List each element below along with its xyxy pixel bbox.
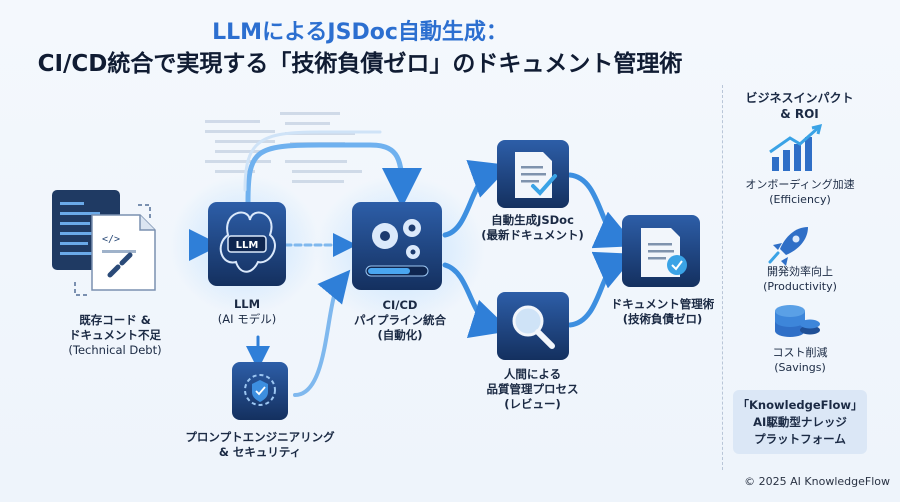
llm-label: LLM (AI モデル) — [217, 297, 277, 326]
sidebar-title: ビジネスインパクト & ROI — [745, 91, 854, 121]
flow-arrows — [160, 130, 637, 397]
autodoc-label: 自動生成JSDoc (最新ドキュメント) — [481, 213, 584, 242]
cicd-tile — [352, 202, 442, 290]
sidebar-item-efficiency: オンボーディング加速 (Efficiency) — [745, 178, 855, 206]
rocket-icon — [768, 227, 808, 266]
gears-icon — [372, 219, 421, 259]
copyright: © 2025 AI KnowledgeFlow — [744, 475, 890, 488]
sidebar-item-savings: コスト削減 (Savings) — [772, 346, 828, 374]
title-line-2: CI/CD統合で実現する「技術負債ゼロ」のドキュメント管理術 — [37, 51, 683, 77]
review-tile — [497, 292, 569, 360]
final-label: ドキュメント管理術 (技術負債ゼロ) — [610, 297, 715, 326]
legacy-code-icon: </> — [52, 190, 156, 296]
prompt-label: プロンプトエンジニアリング & セキュリティ — [185, 430, 335, 459]
sidebar-item-productivity: 開発効率向上 (Productivity) — [763, 265, 837, 293]
legacy-label: 既存コード & ドキュメント不足 (Technical Debt) — [68, 313, 162, 357]
sidebar-divider — [722, 85, 723, 470]
brand-box: 「KnowledgeFlow」 AI駆動型ナレッジ プラットフォーム — [733, 390, 867, 454]
title-line-1: LLMによるJSDoc自動生成： — [212, 20, 508, 45]
llm-tile — [208, 202, 286, 286]
growth-chart-icon — [769, 123, 823, 171]
svg-text:</>: </> — [102, 234, 120, 245]
autodoc-tile — [497, 140, 569, 208]
cicd-label: CI/CD パイプライン統合 (自動化) — [354, 298, 446, 342]
final-tile — [622, 215, 700, 287]
review-label: 人間による 品質管理プロセス (レビュー) — [486, 367, 579, 411]
coins-icon — [775, 305, 820, 337]
llm-icon-text: LLM — [236, 240, 259, 251]
prompt-tile — [232, 362, 288, 420]
